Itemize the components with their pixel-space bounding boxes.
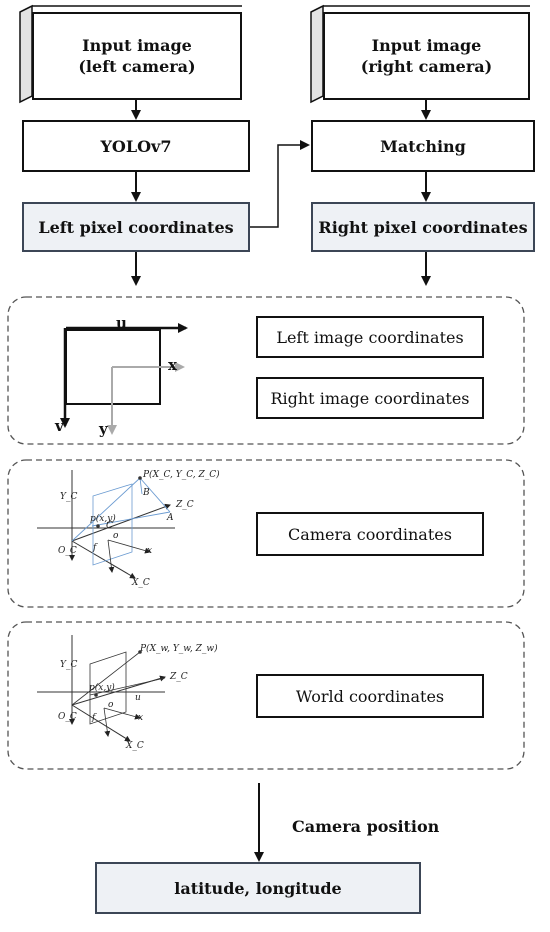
camera-x-label: x	[147, 546, 153, 556]
lat-lon-label: latitude, longitude	[174, 878, 342, 898]
arrow-leftpixel-to-matching	[249, 140, 310, 228]
camera-zc-label: Z_C	[176, 500, 194, 510]
camera-f-label: f	[93, 543, 97, 553]
camera-point-label: P(X_C, Y_C, Z_C)	[143, 470, 220, 480]
camera-b-label: B	[143, 488, 150, 498]
input-left-box: Input image (left camera)	[32, 12, 242, 100]
camera-coordinate-sketch	[37, 470, 175, 579]
input-left-line1: Input image	[82, 36, 192, 55]
panel-world-coords	[7, 621, 525, 770]
right-image-coords-label: Right image coordinates	[270, 388, 470, 408]
pixel-coordinate-sketch	[60, 323, 188, 435]
world-point-label: P(X_w, Y_w, Z_w)	[140, 644, 218, 654]
world-coords-box: World coordinates	[256, 674, 484, 718]
input-right-box: Input image (right camera)	[323, 12, 530, 100]
axis-y-label: y	[99, 420, 108, 438]
left-image-coords-box: Left image coordinates	[256, 316, 484, 358]
camera-position-label: Camera position	[292, 817, 440, 836]
yolo-label: YOLOv7	[100, 136, 172, 156]
camera-coords-label: Camera coordinates	[288, 524, 452, 544]
world-coordinate-sketch	[37, 635, 166, 742]
lat-lon-box: latitude, longitude	[95, 862, 421, 914]
world-coords-label: World coordinates	[295, 686, 445, 706]
left-pixel-box: Left pixel coordinates	[22, 202, 250, 252]
world-pxy-label: p(x,y)	[89, 683, 115, 693]
input-left-line2: (left camera)	[78, 57, 196, 76]
panel-camera-coords	[7, 459, 525, 608]
panel-image-coords	[7, 296, 525, 445]
left-pixel-label: Left pixel coordinates	[38, 217, 234, 237]
input-right-bevel	[310, 4, 530, 104]
camera-xc-label: X_C	[132, 578, 150, 588]
left-image-coords-label: Left image coordinates	[276, 327, 464, 347]
world-x-label: x	[138, 713, 144, 723]
world-xc-label: X_C	[126, 741, 144, 751]
right-pixel-label: Right pixel coordinates	[318, 217, 528, 237]
world-yc-label: Y_C	[60, 660, 78, 670]
camera-yc-label: Y_C	[60, 492, 78, 502]
right-image-coords-box: Right image coordinates	[256, 377, 484, 419]
matching-label: Matching	[380, 136, 466, 156]
camera-o-label: o	[113, 531, 119, 541]
axis-u-label: u	[116, 314, 127, 332]
axis-v-label: v	[55, 417, 64, 435]
yolo-box: YOLOv7	[22, 120, 250, 172]
input-right-line1: Input image	[371, 36, 482, 55]
camera-a-label: A	[167, 513, 174, 523]
world-zc-label: Z_C	[170, 672, 188, 682]
input-right-line2: (right camera)	[360, 57, 493, 76]
axis-x-label: x	[168, 356, 177, 374]
camera-coords-box: Camera coordinates	[256, 512, 484, 556]
world-oc-label: O_C	[58, 712, 77, 722]
matching-box: Matching	[311, 120, 535, 172]
world-f-label: f	[92, 713, 96, 723]
camera-pxy-label: p(x,y)	[90, 514, 116, 524]
camera-oc-label: O_C	[58, 546, 77, 556]
camera-c-label: C	[106, 521, 113, 531]
world-o-label: o	[108, 700, 114, 710]
world-u-label: u	[135, 693, 141, 703]
right-pixel-box: Right pixel coordinates	[311, 202, 535, 252]
